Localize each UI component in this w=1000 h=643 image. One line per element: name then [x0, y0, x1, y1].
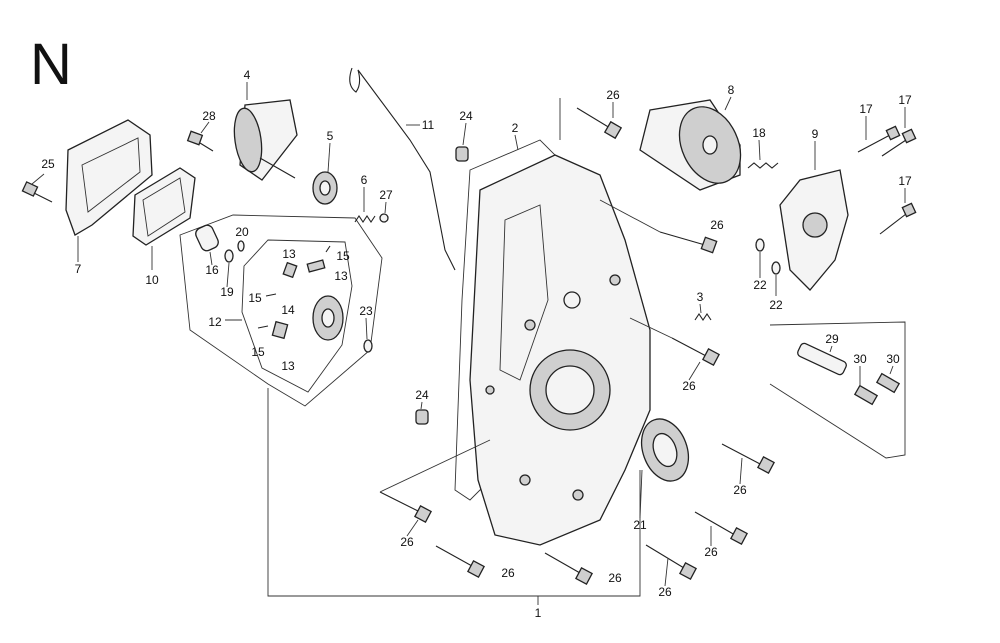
callout-c-26a: 26 [606, 88, 620, 102]
part-3-spring [694, 303, 712, 321]
part-10-gasket [132, 167, 196, 270]
callout-c-26i: 26 [658, 585, 672, 599]
part-26-bolt-bottom-2 [435, 545, 485, 578]
part-22-washer-b [771, 261, 781, 296]
callout-c-11: 11 [422, 118, 435, 132]
callout-c-14: 14 [281, 303, 295, 317]
callout-c-22a: 22 [753, 278, 767, 292]
callout-c-8: 8 [728, 83, 735, 97]
callout-c-30b: 30 [886, 352, 900, 366]
part-21-oil-seal [639, 418, 690, 519]
part-17-bolt-a [857, 116, 901, 153]
callout-c-21: 21 [633, 518, 647, 532]
part-30-bolt-a [853, 366, 879, 406]
assembly-bracket-left [267, 388, 641, 597]
callout-c-26c: 26 [682, 379, 696, 393]
part-19-washer [224, 249, 234, 288]
part-17-bolt-b [881, 107, 917, 157]
callout-c-24a: 24 [459, 109, 473, 123]
part-13-pump-pieces [271, 259, 326, 340]
part-25-bolt [21, 173, 53, 203]
callout-c-15a: 15 [336, 249, 350, 263]
part-24-dowel-upper [455, 122, 469, 162]
callout-c-24b: 24 [415, 388, 429, 402]
callout-c-17c: 17 [898, 174, 912, 188]
callout-c-26h: 26 [608, 571, 622, 585]
callout-c-4: 4 [244, 68, 251, 82]
callout-c-19: 19 [220, 285, 234, 299]
callout-c-23: 23 [359, 304, 373, 318]
part-5-collar [312, 142, 338, 205]
callout-c-30a: 30 [853, 352, 867, 366]
part-27-ball [379, 201, 389, 223]
callout-c-7: 7 [75, 262, 82, 276]
callout-c-26f: 26 [704, 545, 718, 559]
part-18-filter-nipple [747, 139, 779, 169]
callout-c-26e: 26 [400, 535, 414, 549]
part-11-dipstick [349, 67, 456, 271]
callout-c-12: 12 [208, 315, 222, 329]
callout-c-9: 9 [812, 127, 819, 141]
callout-c-16: 16 [205, 263, 219, 277]
section-letter: N [30, 32, 72, 97]
part-26-bolt-right-2 [671, 337, 720, 381]
alignment-line-right-1 [599, 199, 661, 233]
callout-c-5: 5 [327, 129, 334, 143]
callout-c-26g: 26 [501, 566, 515, 580]
alignment-line-left [379, 439, 491, 493]
part-29-pin [797, 342, 847, 376]
part-30-bolt-b [875, 365, 901, 394]
callout-c-10: 10 [145, 273, 159, 287]
part-9-filter-base [779, 141, 849, 291]
callout-c-2: 2 [512, 121, 519, 135]
callout-c-13c: 13 [281, 359, 295, 373]
part-26-bolt-bottom-4 [645, 544, 697, 587]
callout-c-17b: 17 [898, 93, 912, 107]
callout-c-25: 25 [41, 157, 55, 171]
part-1-crankcase-cover [469, 154, 651, 546]
part-7-breather-cover [65, 119, 153, 262]
callout-c-6: 6 [361, 173, 368, 187]
part-15-pins [257, 245, 331, 329]
callout-c-29: 29 [825, 332, 839, 346]
part-23-washer [363, 317, 373, 353]
part-4-governor-gear [233, 82, 298, 181]
callout-c-15c: 15 [251, 345, 265, 359]
part-24-dowel-lower [415, 401, 429, 425]
part-14-oil-pump-gear [312, 295, 344, 341]
right-parts-frame [769, 321, 906, 459]
callout-c-1: 1 [535, 606, 542, 620]
part-26-bolt-right-4 [694, 511, 748, 546]
subassembly-inner-frame [241, 239, 353, 393]
callout-c-15b: 15 [248, 291, 262, 305]
callout-c-17a: 17 [859, 102, 873, 116]
callout-c-26d: 26 [733, 483, 747, 497]
part-26-bolt-bottom-1 [379, 491, 432, 537]
callout-c-13b: 13 [334, 269, 348, 283]
callout-c-26b: 26 [710, 218, 724, 232]
callout-c-27: 27 [379, 188, 393, 202]
callout-c-22b: 22 [769, 298, 783, 312]
callout-c-13a: 13 [282, 247, 296, 261]
callout-c-3: 3 [697, 290, 704, 304]
alignment-line-right-2 [629, 317, 673, 339]
callout-c-28: 28 [202, 109, 216, 123]
part-16-bolt [195, 224, 219, 266]
part-8-oil-filter [639, 96, 742, 191]
part-20-washer [237, 240, 245, 252]
part-6-spring [354, 187, 376, 223]
part-26-bolt-top [576, 102, 623, 140]
part-26-bolt-right-3 [721, 443, 775, 485]
callout-c-20: 20 [235, 225, 249, 239]
part-26-bolt-bottom-3 [544, 552, 593, 585]
callout-c-18: 18 [752, 126, 766, 140]
part-26-bolt-right-1 [659, 231, 718, 254]
part-22-washer-a [755, 238, 765, 278]
part-28-bolt [186, 121, 214, 152]
part-17-bolt-c [879, 188, 917, 235]
